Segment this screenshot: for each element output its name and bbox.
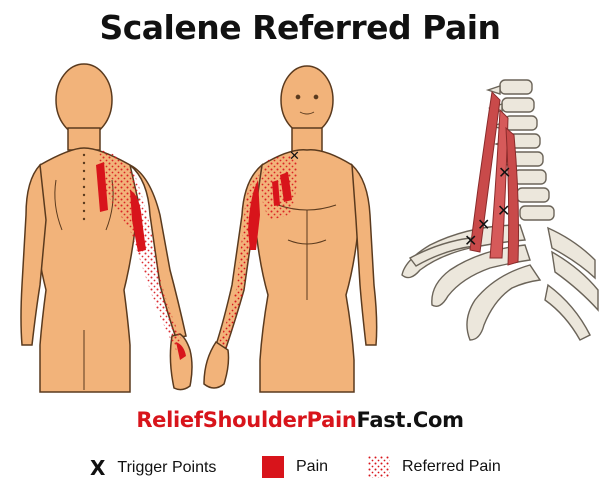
- trigger-point-marker: ✕: [289, 149, 300, 164]
- website-part-fast-com: Fast.Com: [356, 408, 464, 432]
- legend-label-trigger-points: Trigger Points: [117, 459, 217, 476]
- legend-item-trigger-points: X Trigger Points: [90, 456, 216, 480]
- pain-swatch-icon: [262, 456, 284, 478]
- svg-text:✕: ✕: [497, 201, 510, 220]
- trigger-point-x-icon: X: [90, 456, 106, 480]
- front-view-referred-pain: [218, 156, 298, 348]
- website-part-shoulderpain: ShoulderPain: [202, 408, 357, 432]
- page-title: Scalene Referred Pain: [99, 8, 501, 47]
- svg-text:✕: ✕: [477, 215, 490, 234]
- legend-item-referred-pain: Referred Pain: [368, 456, 501, 478]
- legend-label-pain: Pain: [296, 458, 329, 475]
- skeleton-trigger-points: ✕ ✕ ✕ ✕: [464, 163, 511, 250]
- front-view-figure: [203, 65, 378, 393]
- website-label: ReliefShoulderPainFast.Com: [0, 408, 600, 432]
- back-view-figure: [20, 63, 193, 393]
- referred-pain-dots-icon: [368, 456, 390, 478]
- legend: X Trigger Points Pain Referred Pain: [0, 448, 600, 488]
- legend-item-pain: Pain: [262, 456, 328, 478]
- svg-text:✕: ✕: [464, 231, 477, 250]
- svg-text:✕: ✕: [498, 163, 511, 182]
- legend-label-referred-pain: Referred Pain: [402, 458, 501, 475]
- back-view-referred-pain: [96, 150, 186, 360]
- website-part-relief: Relief: [136, 408, 203, 432]
- scalene-muscles: [469, 90, 519, 266]
